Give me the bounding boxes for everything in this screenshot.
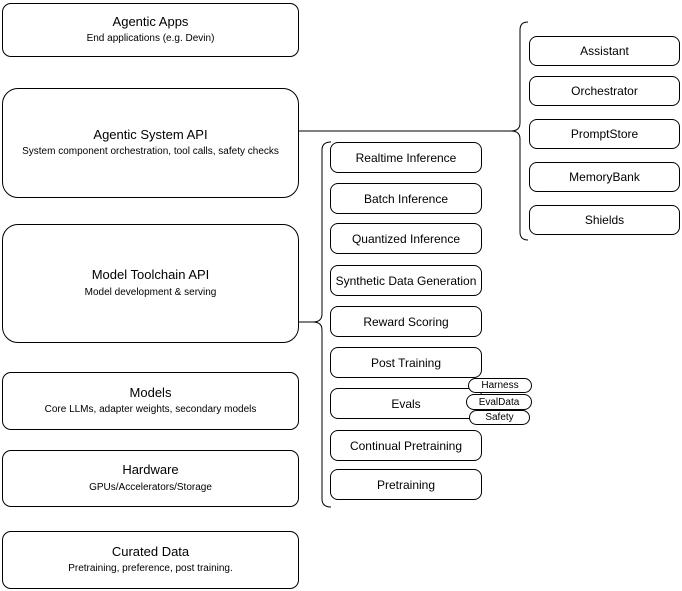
- box-realtime-inference: Realtime Inference: [330, 142, 482, 173]
- box-label: Reward Scoring: [363, 314, 449, 329]
- box-subtitle: GPUs/Accelerators/Storage: [89, 481, 212, 493]
- box-title: Models: [129, 384, 172, 400]
- box-shields: Shields: [529, 205, 680, 235]
- box-title: Agentic Apps: [112, 13, 189, 29]
- box-continual-pretraining: Continual Pretraining: [330, 430, 482, 461]
- tag-evaldata: EvalData: [466, 394, 532, 410]
- tag-harness: Harness: [468, 378, 532, 393]
- box-pretraining: Pretraining: [330, 469, 482, 500]
- box-hardware: Hardware GPUs/Accelerators/Storage: [2, 450, 299, 507]
- box-orchestrator: Orchestrator: [529, 76, 680, 106]
- box-subtitle: Pretraining, preference, post training.: [68, 563, 233, 575]
- box-agentic-system-api: Agentic System API System component orch…: [2, 88, 299, 198]
- box-title: Curated Data: [111, 543, 190, 559]
- box-label: Batch Inference: [363, 191, 449, 206]
- box-title: Hardware: [122, 462, 179, 478]
- box-label: Shields: [584, 213, 625, 227]
- brace-system-components: [510, 21, 529, 241]
- box-reward-scoring: Reward Scoring: [330, 306, 482, 337]
- box-label: Quantized Inference: [351, 231, 461, 246]
- box-title: Agentic System API: [93, 126, 208, 142]
- tag-label: EvalData: [478, 396, 520, 408]
- box-curated-data: Curated Data Pretraining, preference, po…: [2, 531, 299, 589]
- box-assistant: Assistant: [529, 36, 680, 66]
- tag-label: Safety: [485, 412, 514, 423]
- box-label: Orchestrator: [571, 84, 638, 98]
- box-subtitle: Core LLMs, adapter weights, secondary mo…: [44, 404, 257, 416]
- box-label: PromptStore: [570, 127, 639, 141]
- box-model-toolchain-api: Model Toolchain API Model development & …: [2, 224, 299, 343]
- box-promptstore: PromptStore: [529, 119, 680, 149]
- box-title: Model Toolchain API: [91, 267, 210, 283]
- box-label: Assistant: [580, 44, 629, 58]
- box-batch-inference: Batch Inference: [330, 183, 482, 214]
- box-label: MemoryBank: [569, 170, 640, 184]
- box-subtitle: Model development & serving: [84, 286, 217, 298]
- box-agentic-apps: Agentic Apps End applications (e.g. Devi…: [2, 3, 299, 57]
- box-quantized-inference: Quantized Inference: [330, 223, 482, 254]
- box-label: Evals: [391, 396, 421, 411]
- brace-toolchain-services: [312, 141, 332, 508]
- box-subtitle: System component orchestration, tool cal…: [22, 146, 279, 158]
- box-memorybank: MemoryBank: [529, 162, 680, 192]
- box-post-training: Post Training: [330, 347, 482, 378]
- box-label: Continual Pretraining: [349, 438, 463, 453]
- box-label: Synthetic Data Generation: [335, 273, 477, 288]
- box-label: Post Training: [370, 355, 442, 370]
- box-label: Realtime Inference: [355, 150, 457, 165]
- tag-label: Harness: [481, 380, 519, 391]
- box-label: Pretraining: [376, 477, 436, 492]
- box-evals: Evals: [330, 388, 482, 419]
- tag-safety: Safety: [469, 410, 530, 425]
- box-subtitle: End applications (e.g. Devin): [86, 33, 215, 45]
- box-synthetic-data-generation: Synthetic Data Generation: [330, 265, 482, 296]
- box-models: Models Core LLMs, adapter weights, secon…: [2, 372, 299, 430]
